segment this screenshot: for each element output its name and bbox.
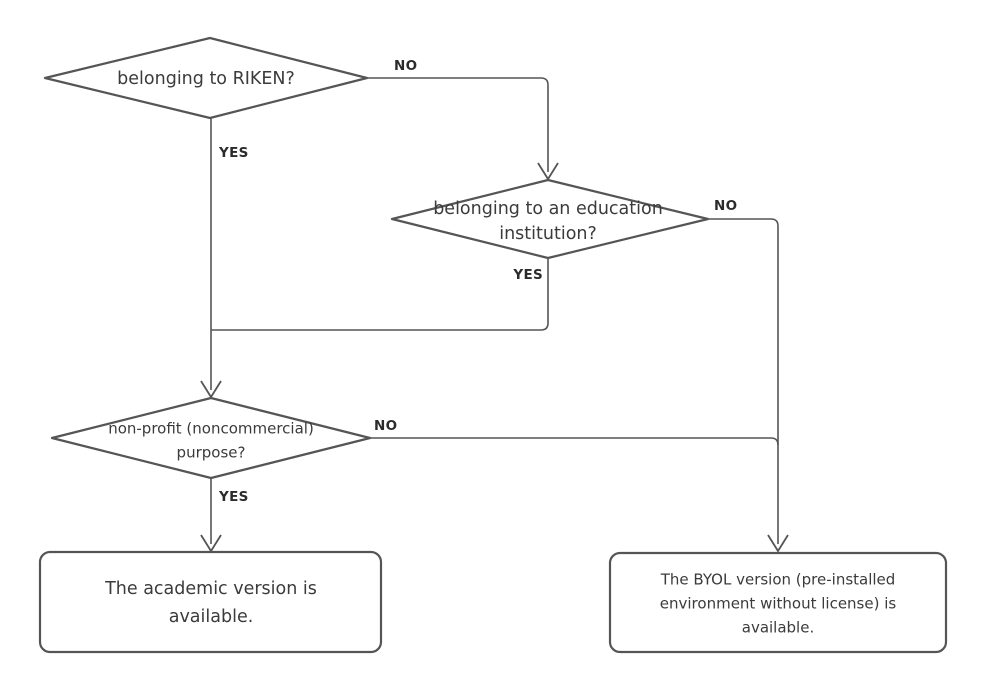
decision-node-education-label-line1: belonging to an education	[433, 199, 663, 219]
result-node-academic[interactable]: The academic version is available.	[38, 550, 383, 654]
edge-label-q2-yes: YES	[512, 267, 543, 283]
edge-q2-yes	[211, 258, 549, 331]
result-node-academic-label-line2: available.	[169, 607, 254, 627]
edge-q3-no	[370, 437, 779, 446]
decision-node-nonprofit-label-line1: non-profit (noncommercial)	[108, 420, 314, 438]
result-node-byol[interactable]: The BYOL version (pre-installed environm…	[608, 551, 948, 654]
edge-label-q3-yes: YES	[218, 489, 249, 505]
decision-node-nonprofit-label-line2: purpose?	[177, 444, 246, 462]
edge-q3-yes	[200, 478, 222, 553]
edge-label-q1-yes: YES	[218, 145, 249, 161]
edge-q1-no	[367, 77, 559, 181]
edge-label-q2-no: NO	[714, 198, 737, 214]
result-node-byol-label-line2: environment without license) is	[660, 595, 897, 613]
edge-label-q3-no: NO	[374, 418, 397, 434]
decision-node-riken[interactable]: belonging to RIKEN?	[43, 36, 369, 120]
edge-q1-yes	[200, 118, 222, 399]
decision-node-education[interactable]: belonging to an education institution?	[390, 178, 710, 260]
result-node-byol-label-line3: available.	[742, 619, 814, 637]
edge-q2-no	[708, 218, 789, 553]
result-node-byol-label-line1: The BYOL version (pre-installed	[660, 571, 896, 589]
edge-label-q1-no: NO	[394, 58, 417, 74]
decision-node-riken-label: belonging to RIKEN?	[117, 69, 295, 89]
result-node-academic-label-line1: The academic version is	[104, 579, 317, 599]
decision-node-education-label-line2: institution?	[499, 224, 597, 244]
decision-node-nonprofit[interactable]: non-profit (noncommercial) purpose?	[50, 396, 372, 480]
